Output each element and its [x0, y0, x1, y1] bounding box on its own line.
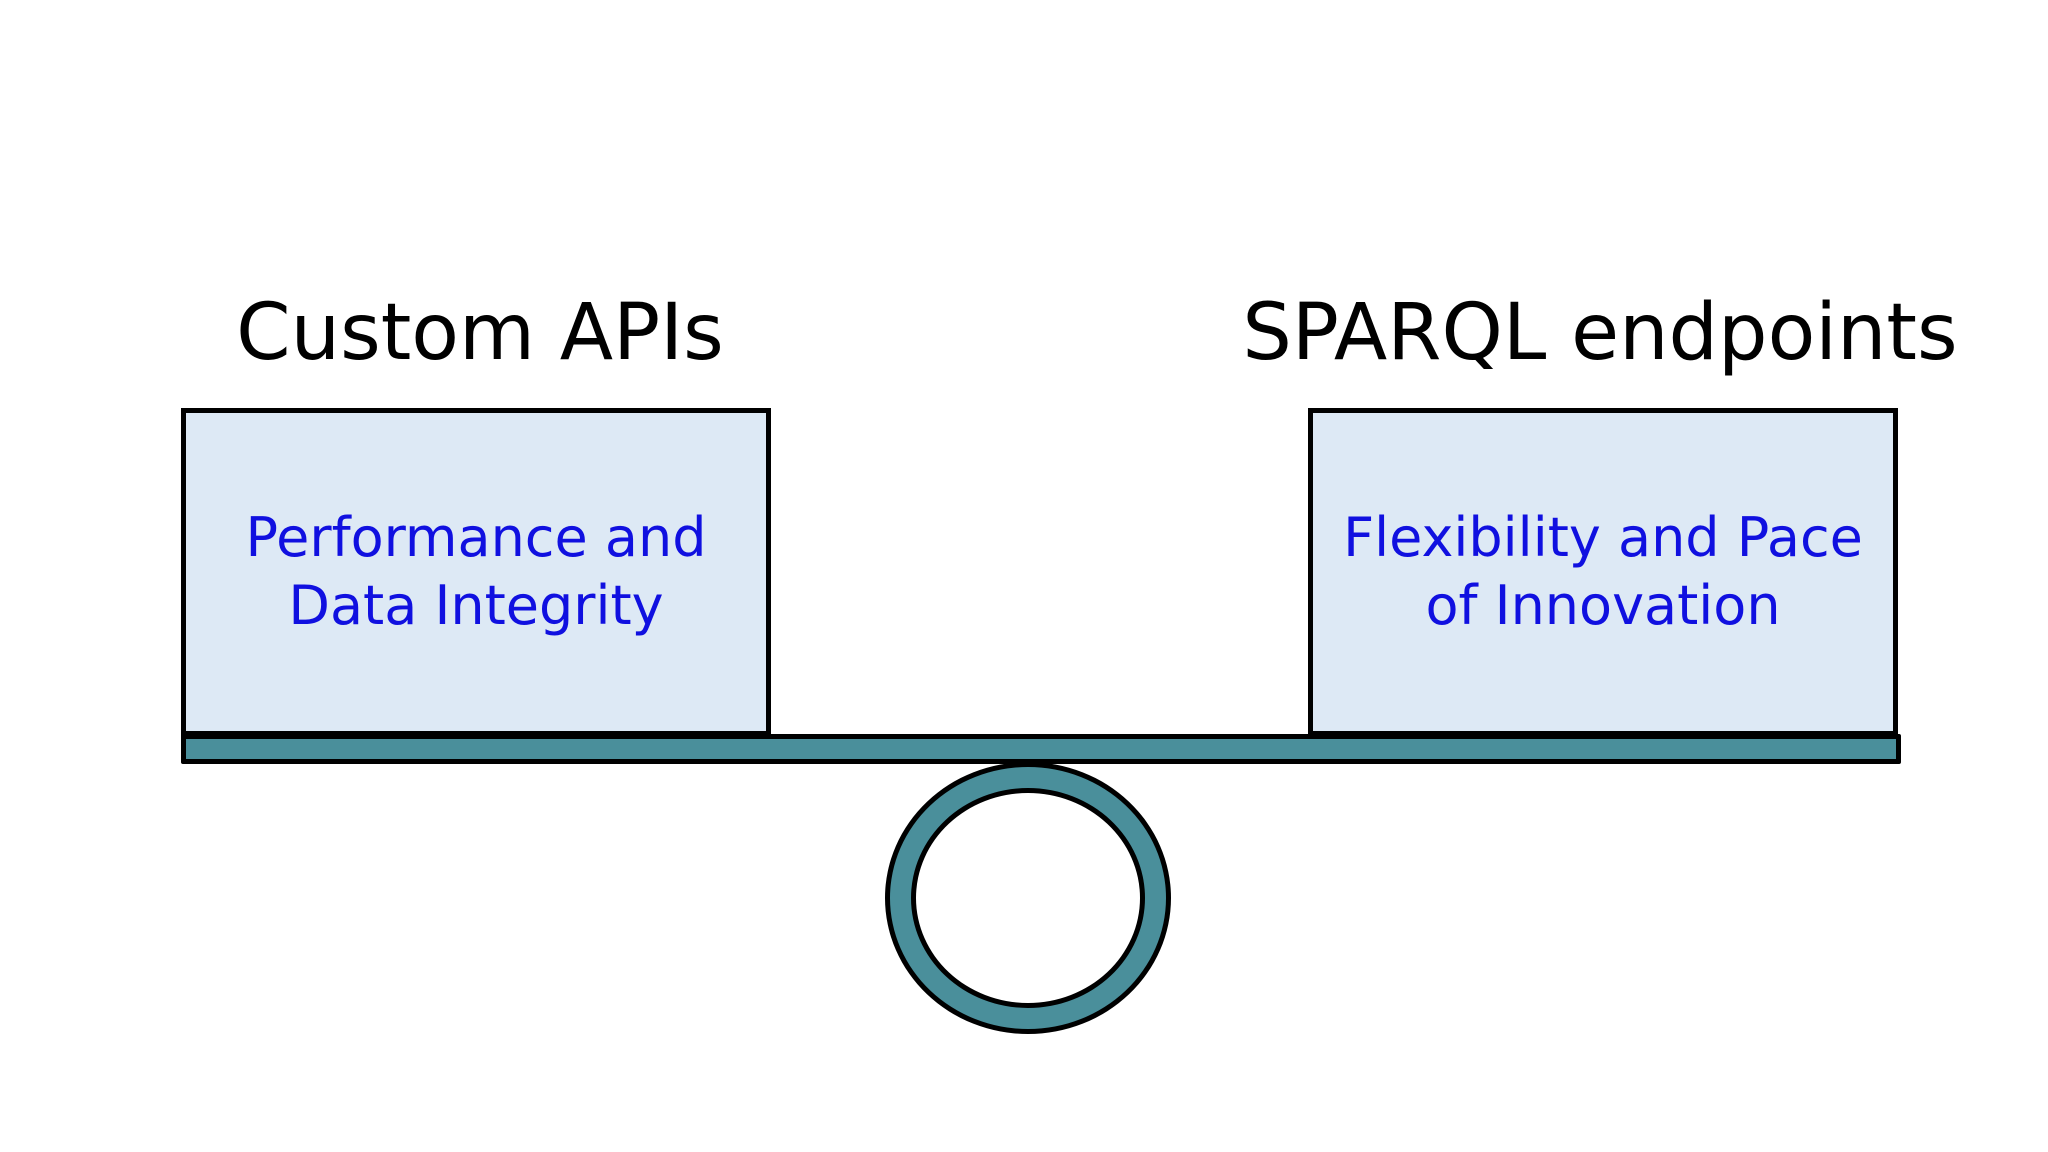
fulcrum-ring: [885, 762, 1171, 1034]
box-sparql-endpoints-line-1: Flexibility and Pace: [1343, 506, 1863, 569]
box-sparql-endpoints: Flexibility and Pace of Innovation: [1308, 408, 1898, 736]
box-sparql-endpoints-line-2: of Innovation: [1425, 574, 1781, 637]
fulcrum-ring-hole: [911, 788, 1145, 1008]
heading-custom-apis: Custom APIs: [236, 288, 724, 378]
heading-sparql-endpoints: SPARQL endpoints: [1242, 288, 1958, 378]
balance-beam: [181, 734, 1901, 764]
box-custom-apis-line-2: Data Integrity: [288, 574, 664, 637]
box-custom-apis-line-1: Performance and: [245, 506, 707, 569]
box-custom-apis: Performance and Data Integrity: [181, 408, 771, 736]
